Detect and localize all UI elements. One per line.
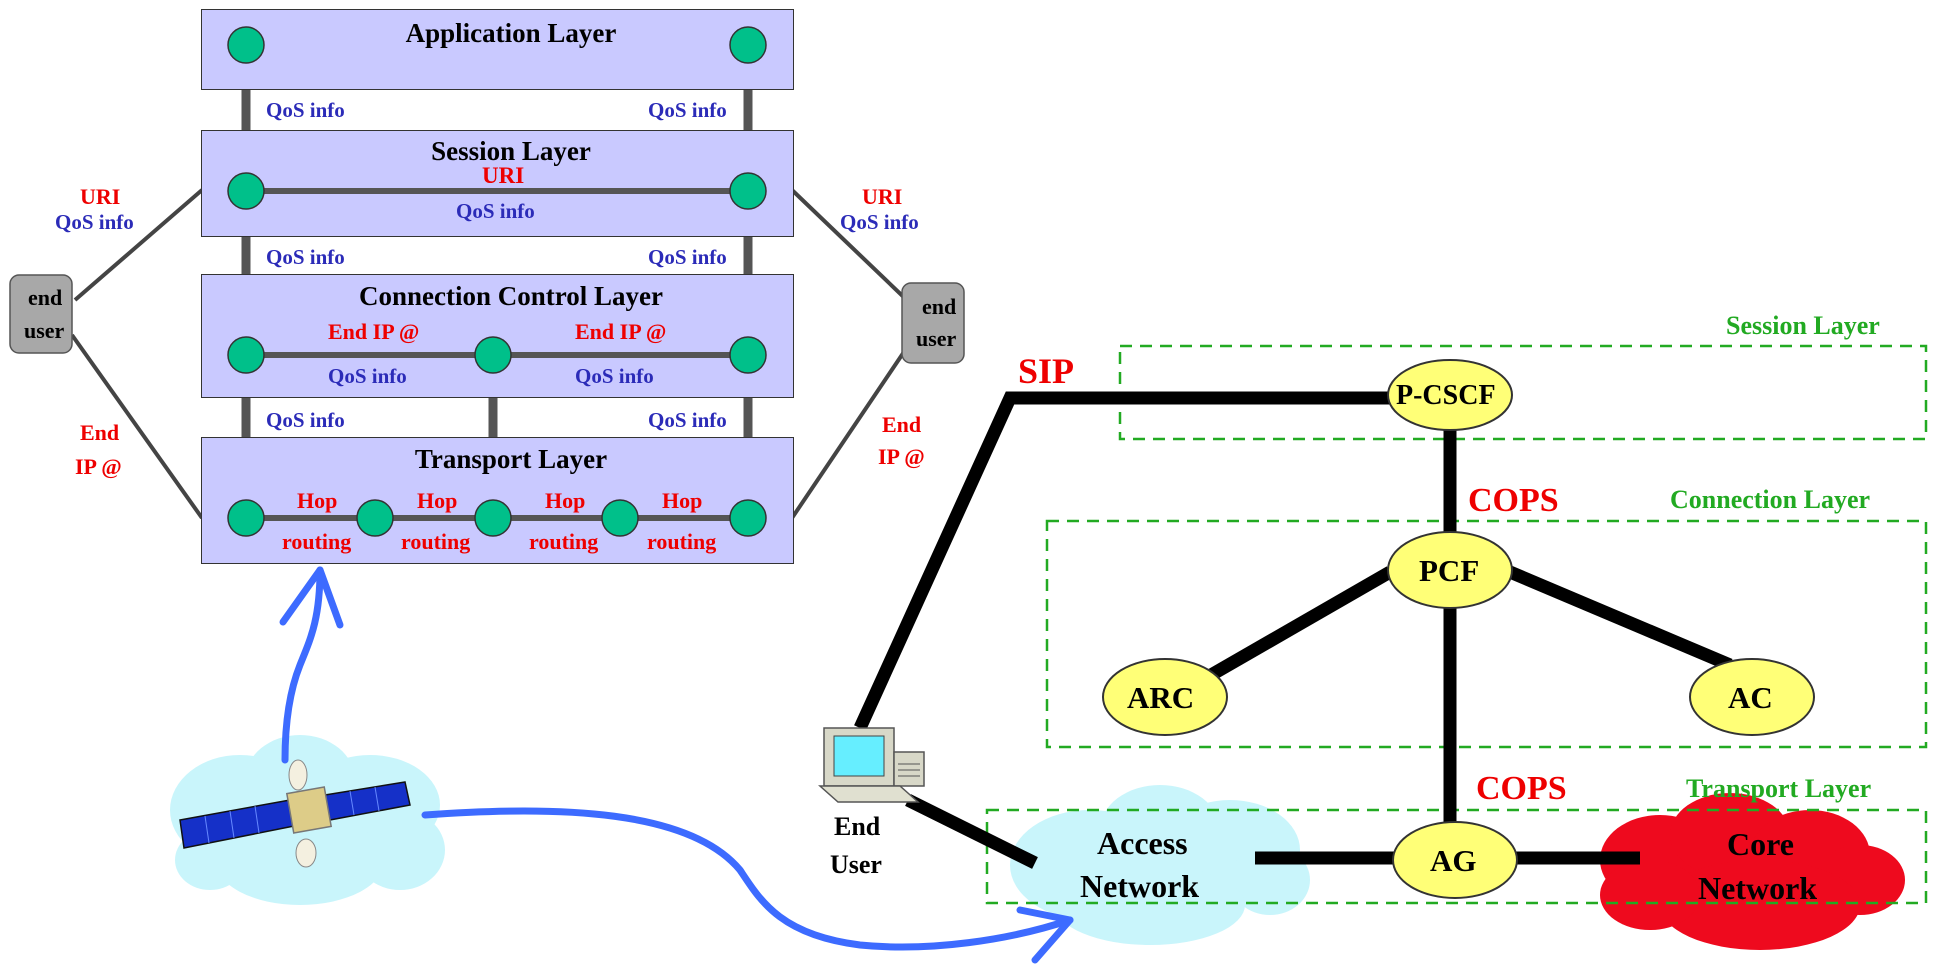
end-ip-label: End IP @ (328, 319, 420, 344)
left-qos-info-label: QoS info (55, 210, 134, 234)
right-ip-label: IP @ (878, 444, 925, 469)
end-user-right-label-2: user (916, 326, 957, 351)
session-layer-label: Session Layer (1726, 311, 1880, 340)
connection-control-layer-box (201, 274, 794, 398)
cops-label-upper: COPS (1468, 482, 1559, 519)
core-network-label-2: Network (1698, 870, 1818, 906)
routing-label: routing (647, 529, 717, 554)
end-user-left-box (9, 274, 73, 354)
end-user-label-2: User (830, 850, 882, 879)
pcf-label: PCF (1419, 553, 1480, 588)
arc-label: ARC (1127, 680, 1195, 715)
connection-control-layer-title: Connection Control Layer (359, 281, 663, 311)
hop-label: Hop (662, 488, 703, 513)
ag-node (1392, 821, 1518, 899)
core-network-cloud (1600, 793, 1905, 950)
end-user-label-1: End (834, 812, 881, 841)
computer-icon (818, 727, 925, 803)
cops-label-lower: COPS (1476, 770, 1567, 807)
application-layer-title: Application Layer (405, 18, 617, 48)
session-layer-box (201, 130, 794, 237)
arc-node (1102, 658, 1228, 736)
qos-info-label: QoS info (266, 245, 345, 269)
connection-layer-dashed (1045, 519, 1928, 749)
green-nodes (227, 26, 767, 537)
session-qos-info-label: QoS info (456, 199, 535, 223)
hop-label: Hop (545, 488, 586, 513)
p-cscf-label: P-CSCF (1396, 380, 1496, 411)
downlink-arrow (421, 807, 1074, 951)
right-qos-info-label: QoS info (840, 210, 919, 234)
ac-label: AC (1728, 680, 1773, 715)
ag-label: AG (1430, 843, 1477, 878)
core-network-label-1: Core (1727, 826, 1794, 862)
transport-layer-title: Transport Layer (414, 444, 608, 474)
routing-label: routing (401, 529, 471, 554)
connection-qos-info-label: QoS info (328, 364, 407, 388)
qos-info-label: QoS info (648, 245, 727, 269)
end-user-left-label-1: end (28, 285, 63, 310)
end-user-left-label-2: user (24, 318, 65, 343)
access-network-label-1: Access (1097, 825, 1188, 861)
access-network-cloud (1010, 785, 1310, 945)
qos-info-label: QoS info (266, 98, 345, 122)
uplink-arrow (281, 566, 324, 764)
transport-layer-label: Transport Layer (1686, 774, 1872, 803)
session-layer-title: Session Layer (431, 136, 591, 166)
left-uri-label: URI (80, 184, 121, 209)
hop-label: Hop (297, 488, 338, 513)
end-ip-label: End IP @ (575, 319, 667, 344)
right-end-label: End (882, 412, 922, 437)
p-cscf-node (1387, 359, 1513, 431)
routing-label: routing (529, 529, 599, 554)
application-layer-box (201, 9, 794, 90)
left-ip-label: IP @ (75, 454, 122, 479)
qos-info-label: QoS info (648, 98, 727, 122)
routing-label: routing (282, 529, 352, 554)
ac-node (1689, 658, 1815, 736)
access-network-label-2: Network (1080, 868, 1200, 904)
right-uri-label: URI (862, 184, 903, 209)
session-uri-label: URI (482, 163, 525, 188)
pcf-node (1387, 531, 1513, 609)
left-end-label: End (80, 420, 120, 445)
satellite-icon (179, 759, 411, 868)
end-user-right-label-1: end (922, 294, 957, 319)
sip-label: SIP (1018, 351, 1075, 391)
qos-info-label: QoS info (266, 408, 345, 432)
connection-layer-label: Connection Layer (1670, 485, 1871, 514)
end-user-right-box (901, 282, 965, 364)
qos-info-label: QoS info (648, 408, 727, 432)
hop-label: Hop (417, 488, 458, 513)
connection-qos-info-label: QoS info (575, 364, 654, 388)
